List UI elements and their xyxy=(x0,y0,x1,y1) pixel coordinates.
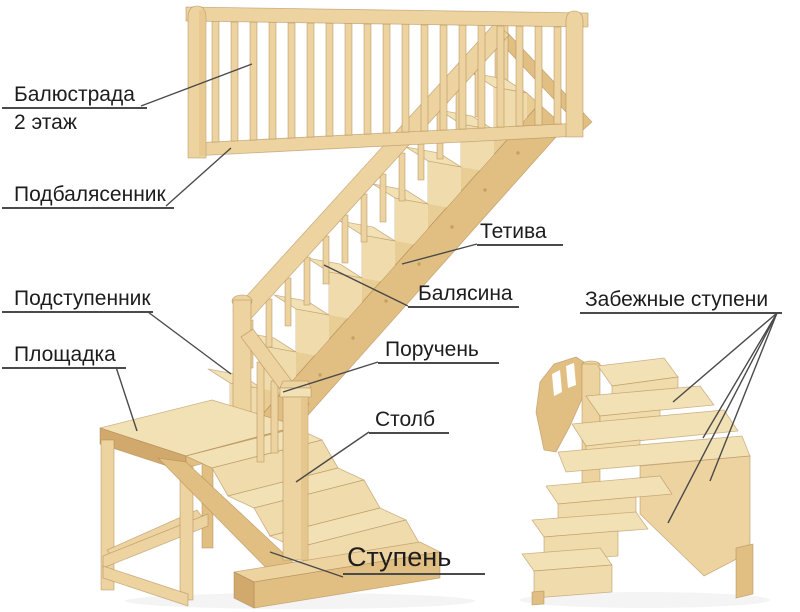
winder-leg xyxy=(735,543,754,599)
label-text: Подбалясенник xyxy=(2,183,174,210)
label-text: Ступень xyxy=(343,543,486,576)
leader-lines xyxy=(115,63,778,578)
label-text: Тетива xyxy=(477,220,563,247)
leader-podstupennik xyxy=(147,311,232,375)
label-balyasina: Балясина xyxy=(408,282,519,309)
landing xyxy=(99,399,299,607)
leader-stupen xyxy=(269,551,344,578)
balustrade-post-right xyxy=(565,10,584,138)
label-text: Поручень xyxy=(378,338,499,365)
winder-fan-board xyxy=(535,356,591,453)
label-text: Столб xyxy=(369,408,450,435)
winder-foot xyxy=(531,590,545,606)
label-text: Подступенник xyxy=(2,287,153,314)
label-text: Площадка xyxy=(2,343,126,370)
leader-zabezhnye-3 xyxy=(709,312,778,482)
balustrade-balusters xyxy=(211,20,562,143)
winder-staircase xyxy=(521,356,754,606)
label-balustrade: Балюстрада 2 этаж xyxy=(2,83,147,135)
label-stolb: Столб xyxy=(369,408,450,435)
ground-shadows xyxy=(125,592,770,609)
label-text: 2 этаж xyxy=(14,111,77,135)
leader-zabezhnye-1 xyxy=(672,312,778,403)
fan-slot-1 xyxy=(552,370,562,396)
plinth-side xyxy=(233,571,255,609)
leader-balustrade xyxy=(140,63,253,107)
label-stupen: Ступень xyxy=(343,543,486,576)
label-poruchen: Поручень xyxy=(378,338,499,365)
label-text: Балюстрада xyxy=(2,83,147,110)
newel-cap xyxy=(279,387,312,398)
leader-poruchen xyxy=(282,361,379,393)
leader-podbalyasennik xyxy=(165,147,232,207)
label-text: Забежные ступени xyxy=(580,288,783,315)
newel-post-shade xyxy=(301,397,308,560)
top-rail xyxy=(185,6,589,28)
balustrade xyxy=(185,5,589,159)
label-zabezhnye-stupeni: Забежные ступени xyxy=(580,288,783,315)
leader-zabezhnye-2 xyxy=(702,312,778,439)
label-podstupennik: Подступенник xyxy=(2,287,153,314)
label-tetiva: Тетива xyxy=(477,220,563,247)
label-text: Балясина xyxy=(408,282,519,309)
label-podbalyasennik: Подбалясенник xyxy=(2,183,174,210)
leader-balyasina xyxy=(323,264,409,307)
fan-slot-2 xyxy=(566,363,576,388)
landing-rail-front xyxy=(102,565,189,607)
lower-baluster-1 xyxy=(256,361,265,463)
leader-tetiva xyxy=(401,243,478,265)
winder-side-panel xyxy=(639,455,751,577)
leader-stolb xyxy=(295,431,370,483)
leader-zabezhnye-4 xyxy=(667,312,778,524)
label-ploshchadka: Площадка xyxy=(2,343,126,370)
stringer-dowels xyxy=(318,151,520,377)
lower-baluster-2 xyxy=(270,380,279,454)
leader-ploshchadka xyxy=(115,366,138,432)
